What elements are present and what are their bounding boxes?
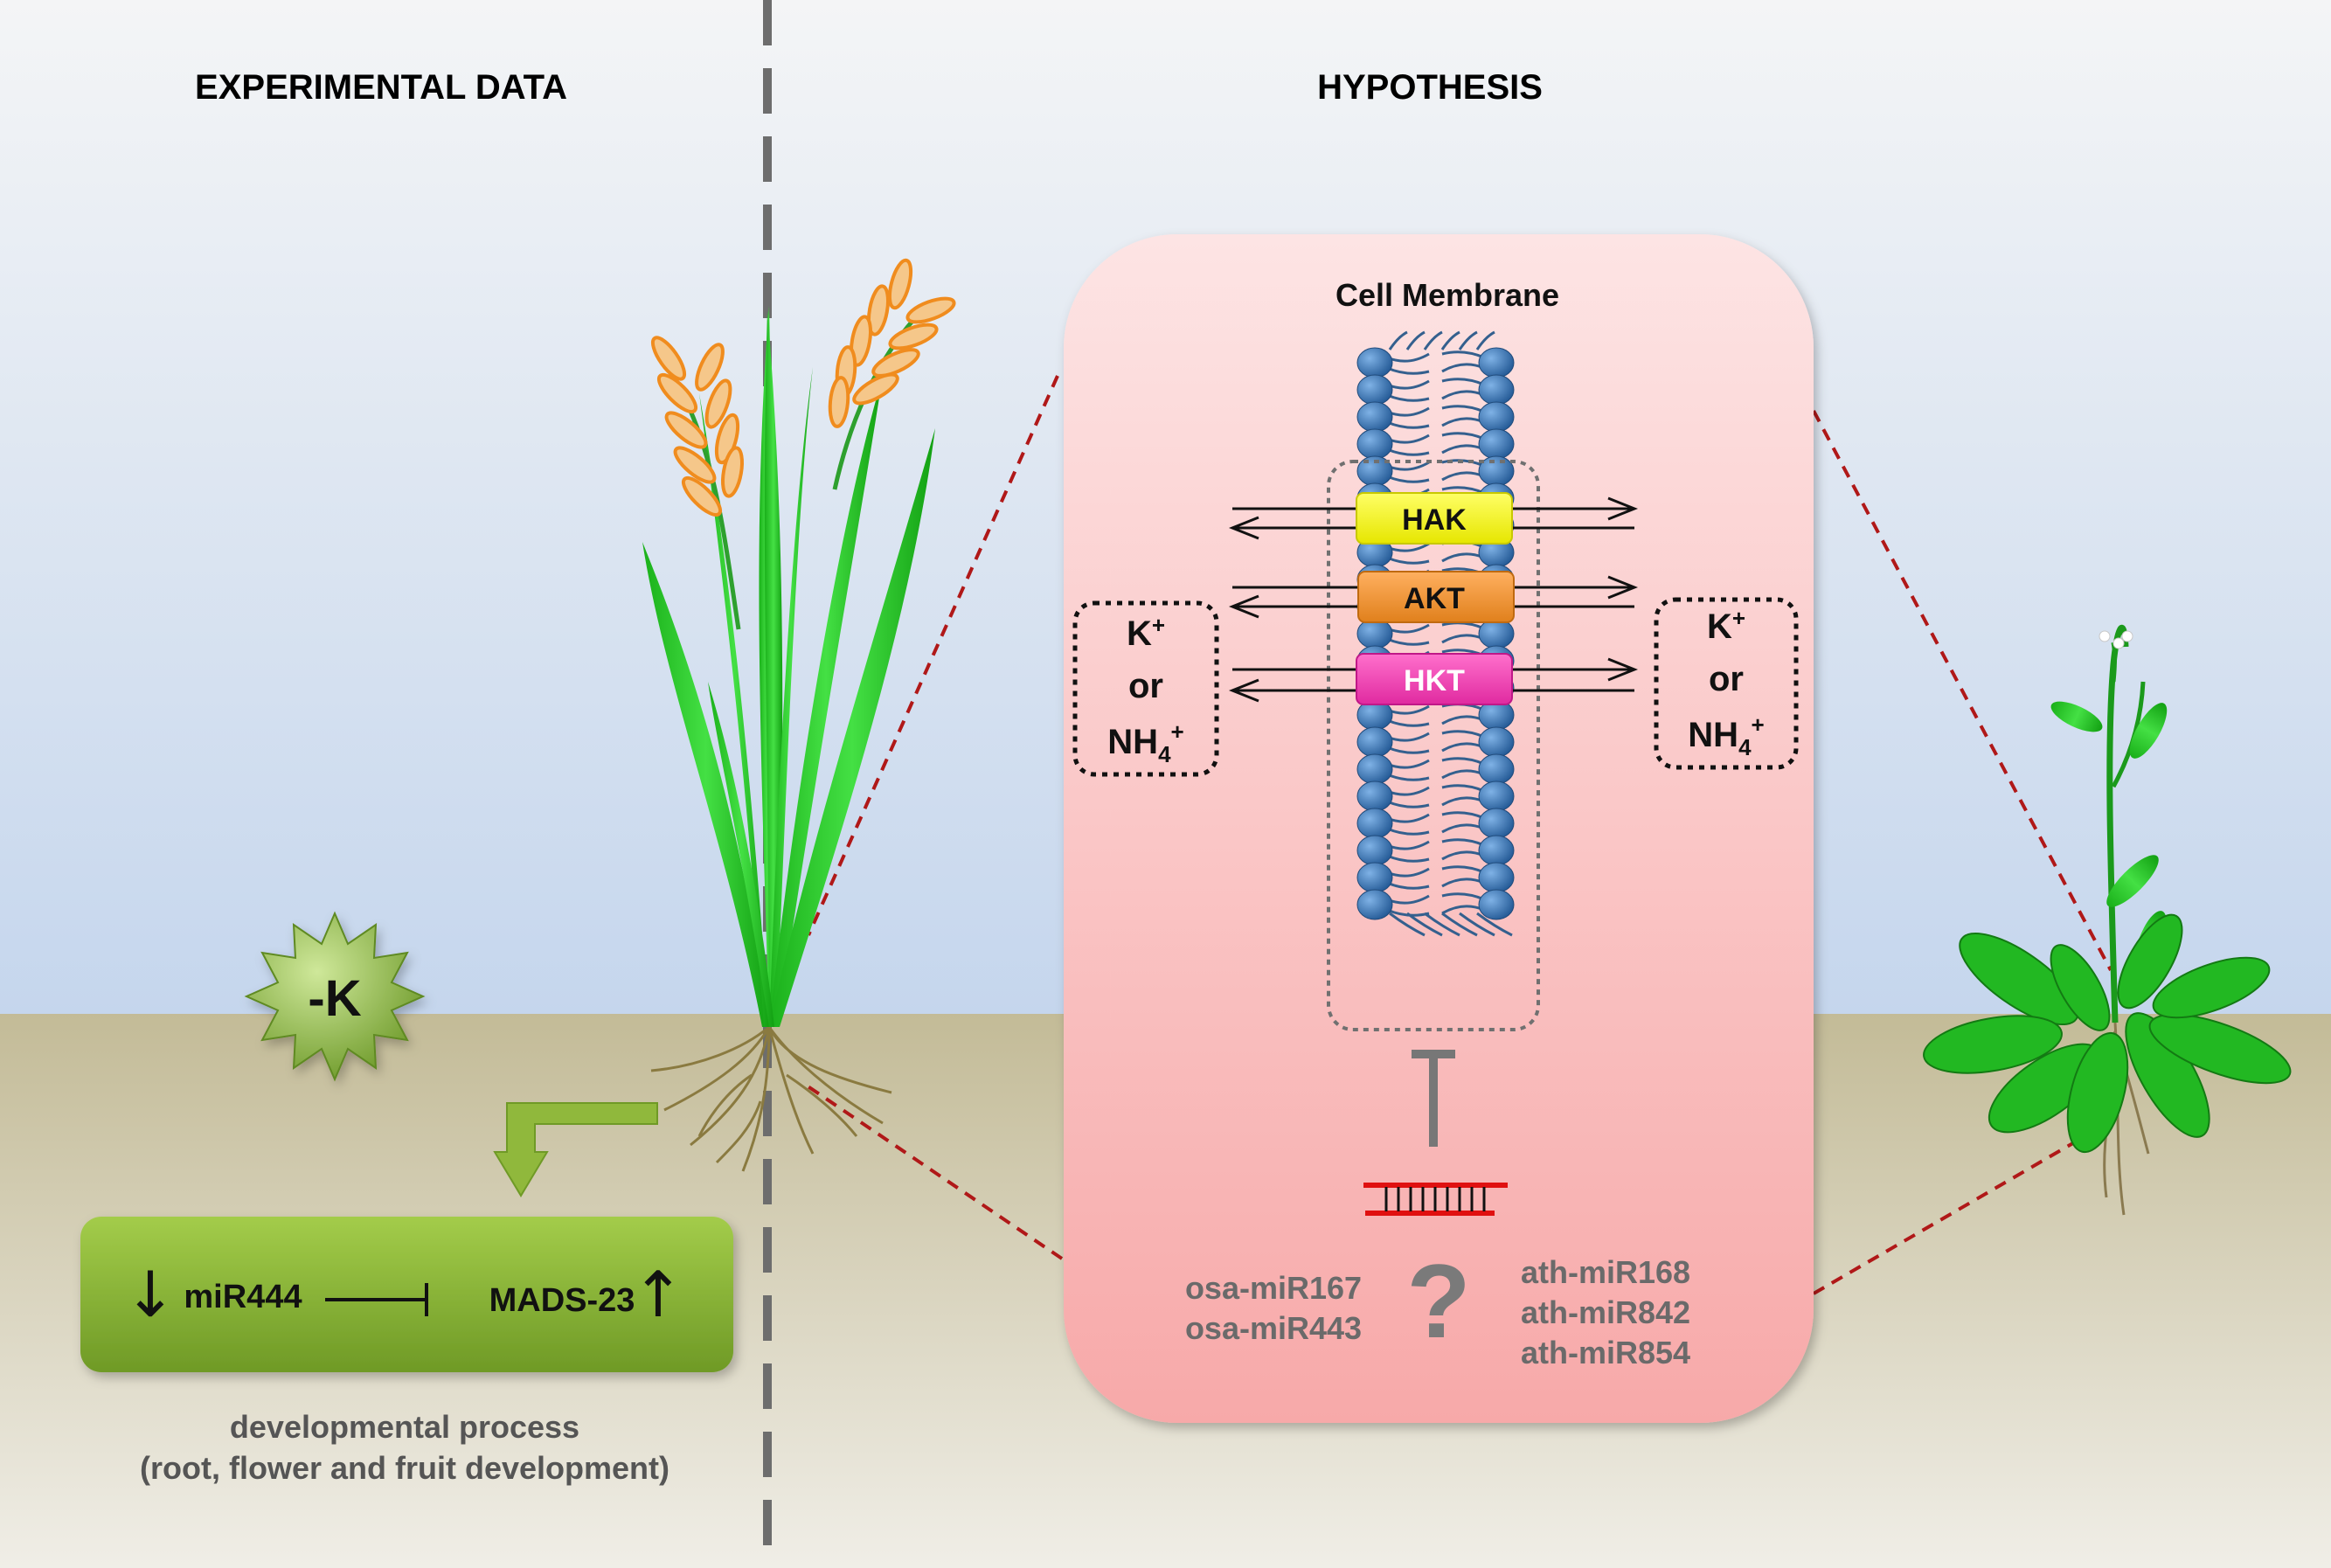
ath-mirna-1: ath-miR168 (1521, 1254, 1690, 1290)
lipid-head (1356, 618, 1393, 649)
ion-left-potassium: K+ (1127, 612, 1165, 653)
rice-roots (650, 1025, 892, 1172)
ion-right-potassium: K+ (1707, 605, 1745, 646)
lipid-head (1478, 618, 1515, 649)
lipid-head (1356, 347, 1393, 378)
hak-label: HAK (1402, 503, 1467, 537)
lipid-tail (1459, 912, 1495, 937)
lipid-head (1478, 428, 1515, 460)
ath-mirna-3: ath-miR854 (1521, 1335, 1690, 1370)
lipid-head (1356, 726, 1393, 758)
lipid-head (1356, 428, 1393, 460)
hkt-label: HKT (1404, 664, 1465, 697)
mirna-duplex-icon (1363, 1183, 1508, 1216)
lipid-head (1478, 374, 1515, 406)
lipid-head (1356, 753, 1393, 785)
ion-box-right: K+ or NH4+ (1654, 597, 1799, 770)
lipid-head (1356, 808, 1393, 839)
rice-grains-right (828, 258, 956, 428)
hypothesis-title: HYPOTHESIS (1317, 68, 1543, 107)
lipid-tail (1476, 912, 1513, 937)
stress-label: -K (308, 970, 361, 1027)
membrane-title: Cell Membrane (1335, 277, 1559, 313)
lipid-tail (1423, 330, 1443, 350)
lipid-head (1478, 347, 1515, 378)
lipid-tail (1406, 912, 1443, 937)
arabidopsis-rosette (1923, 913, 2292, 1154)
lipid-head (1356, 862, 1393, 893)
target-gene-label: MADS-23 (489, 1282, 635, 1319)
ion-left-ammonium: NH4+ (1107, 718, 1183, 767)
rice-leaves (642, 306, 935, 1027)
transporter-hkt: HKT (1356, 653, 1513, 705)
akt-label: AKT (1404, 582, 1465, 615)
potassium-deficiency-badge (244, 911, 426, 1082)
transporter-akt: AKT (1357, 571, 1515, 623)
caption-line-1: developmental process (230, 1409, 579, 1445)
lipid-head (1478, 808, 1515, 839)
up-regulation-arrow: ↑ (632, 1258, 684, 1331)
regulation-box (80, 1217, 733, 1372)
downstream-arrow (493, 1102, 658, 1197)
lipid-tail (1441, 912, 1478, 937)
ath-mirna-2: ath-miR842 (1521, 1294, 1690, 1330)
caption-line-2: (root, flower and fruit development) (140, 1450, 669, 1486)
lipid-head (1478, 862, 1515, 893)
lipid-head (1478, 753, 1515, 785)
lipid-head (1356, 781, 1393, 812)
lipid-head (1478, 781, 1515, 812)
lipid-tail (1424, 912, 1460, 937)
mirna-inhibition-symbol (1412, 1050, 1455, 1147)
lipid-head (1478, 401, 1515, 433)
lipid-head (1478, 889, 1515, 920)
starburst-shape (244, 911, 426, 1082)
lipid-tail (1458, 330, 1478, 350)
mirna-label: miR444 (184, 1279, 302, 1315)
experimental-data-title: EXPERIMENTAL DATA (195, 68, 567, 107)
lipid-head (1356, 374, 1393, 406)
osa-mirna-1: osa-miR167 (1185, 1270, 1362, 1306)
lipid-tail (1475, 330, 1495, 350)
osa-mirna-2: osa-miR443 (1185, 1310, 1362, 1346)
arabidopsis-flowers (2099, 630, 2133, 649)
question-mark: ? (1406, 1243, 1470, 1360)
ion-right-or: or (1709, 660, 1744, 698)
arabidopsis-stem (2106, 624, 2129, 1023)
lipid-tail (1405, 330, 1426, 350)
down-regulation-arrow: ↓ (124, 1258, 177, 1331)
lipid-head (1356, 401, 1393, 433)
transporter-hak: HAK (1356, 492, 1513, 545)
lipid-head (1478, 835, 1515, 866)
ion-box-left: K+ or NH4+ (1072, 600, 1219, 777)
hypothesis-panel (1064, 234, 1814, 1423)
lipid-head (1356, 835, 1393, 866)
lipid-tail (1440, 330, 1460, 350)
lipid-tail (1388, 330, 1408, 350)
lipid-head (1356, 889, 1393, 920)
ion-right-ammonium: NH4+ (1688, 711, 1764, 760)
lipid-tail (1389, 912, 1426, 937)
zoom-lines (802, 375, 2117, 1295)
arabidopsis-plant (1923, 624, 2292, 1216)
ion-left-or: or (1128, 667, 1163, 705)
rice-grains-left (650, 336, 744, 517)
lipid-head (1478, 726, 1515, 758)
rice-plant (642, 258, 956, 1172)
